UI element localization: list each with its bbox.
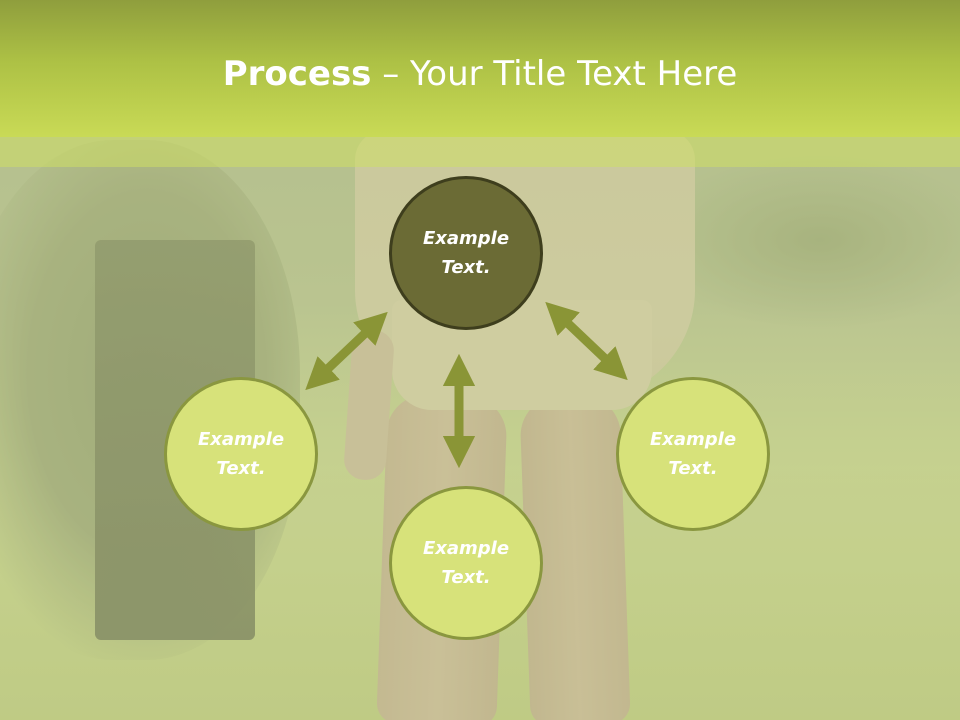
arrow-center-right [545, 301, 628, 381]
slide-title[interactable]: Process – Your Title Text Here [0, 52, 960, 96]
slide-title-bold: Process [222, 54, 372, 94]
satellite-node-label: Example Text. [197, 429, 285, 479]
arrow-center-left [305, 311, 388, 391]
slide-title-rest: – Your Title Text Here [371, 54, 738, 94]
satellite-node-bottom[interactable]: Example Text. [389, 486, 543, 640]
satellite-node-right[interactable]: Example Text. [616, 377, 770, 531]
satellite-node-label: Example Text. [649, 429, 737, 479]
satellite-node-left[interactable]: Example Text. [164, 377, 318, 531]
center-node[interactable]: Example Text. [389, 176, 543, 330]
title-bar-strip [0, 137, 960, 167]
title-bar [0, 0, 960, 137]
satellite-node-label: Example Text. [422, 538, 510, 588]
center-node-label: Example Text. [422, 228, 510, 278]
